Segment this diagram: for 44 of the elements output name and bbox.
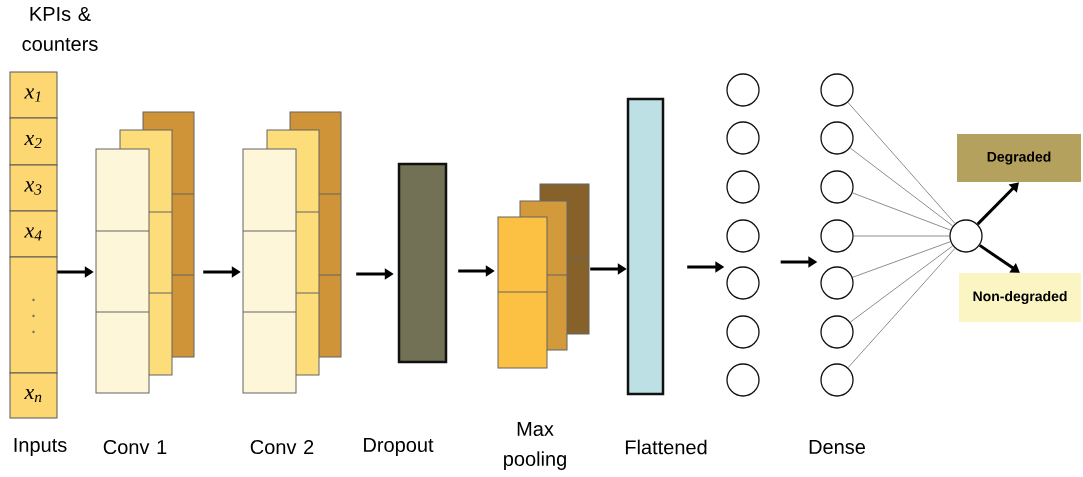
input-cell: x$_{3}$: [9, 164, 58, 212]
neuron-circle: [820, 170, 854, 204]
neuron-circle: [726, 73, 760, 107]
layer-label: Conv 1: [103, 439, 167, 455]
layer-label: Inputs: [14, 438, 67, 456]
input-cell: x$_{2}$: [9, 117, 58, 166]
layer-label: Dropout: [364, 438, 434, 456]
neuron-circle: [726, 315, 760, 349]
layer-bar: [626, 97, 665, 396]
neuron-circle: [949, 219, 983, 253]
arrow: [976, 182, 1019, 226]
feature-map-stack: [95, 111, 195, 394]
connection-line: [852, 192, 951, 231]
input-cell: x$_{n}$: [9, 372, 58, 419]
layer-label: Flattened: [625, 439, 707, 455]
connection-line: [847, 248, 956, 368]
feature-map-stack: [242, 111, 342, 394]
neuron-circle: [726, 219, 760, 253]
layer-label: Dense: [809, 440, 865, 454]
arrow: [978, 244, 1020, 273]
input-cell: x$_{1}$: [9, 71, 58, 119]
layer-block: [397, 162, 448, 364]
neuron-circle: [820, 73, 854, 107]
connection-line: [847, 102, 956, 224]
neuron-circle: [820, 121, 854, 155]
connection-line: [850, 245, 953, 323]
connection-line: [852, 241, 951, 278]
neuron-circle: [726, 121, 760, 155]
class-box: Non-degraded: [959, 273, 1081, 322]
neuron-circle: [820, 315, 854, 349]
neuron-circle: [726, 363, 760, 397]
connection-line: [849, 147, 954, 227]
layer-label: Conv 2: [250, 439, 314, 455]
neuron-circle: [726, 266, 760, 300]
feature-map-stack: [497, 183, 590, 369]
connection-line: [853, 235, 950, 237]
layer-label: KPIs & counters: [22, 7, 98, 51]
class-box: Degraded: [957, 134, 1081, 182]
neuron-circle: [726, 170, 760, 204]
neuron-circle: [820, 219, 854, 253]
input-cell: x$_{4}$: [9, 210, 58, 258]
layer-label: Max pooling: [504, 422, 566, 470]
neuron-circle: [820, 363, 854, 397]
neuron-circle: [820, 266, 854, 300]
